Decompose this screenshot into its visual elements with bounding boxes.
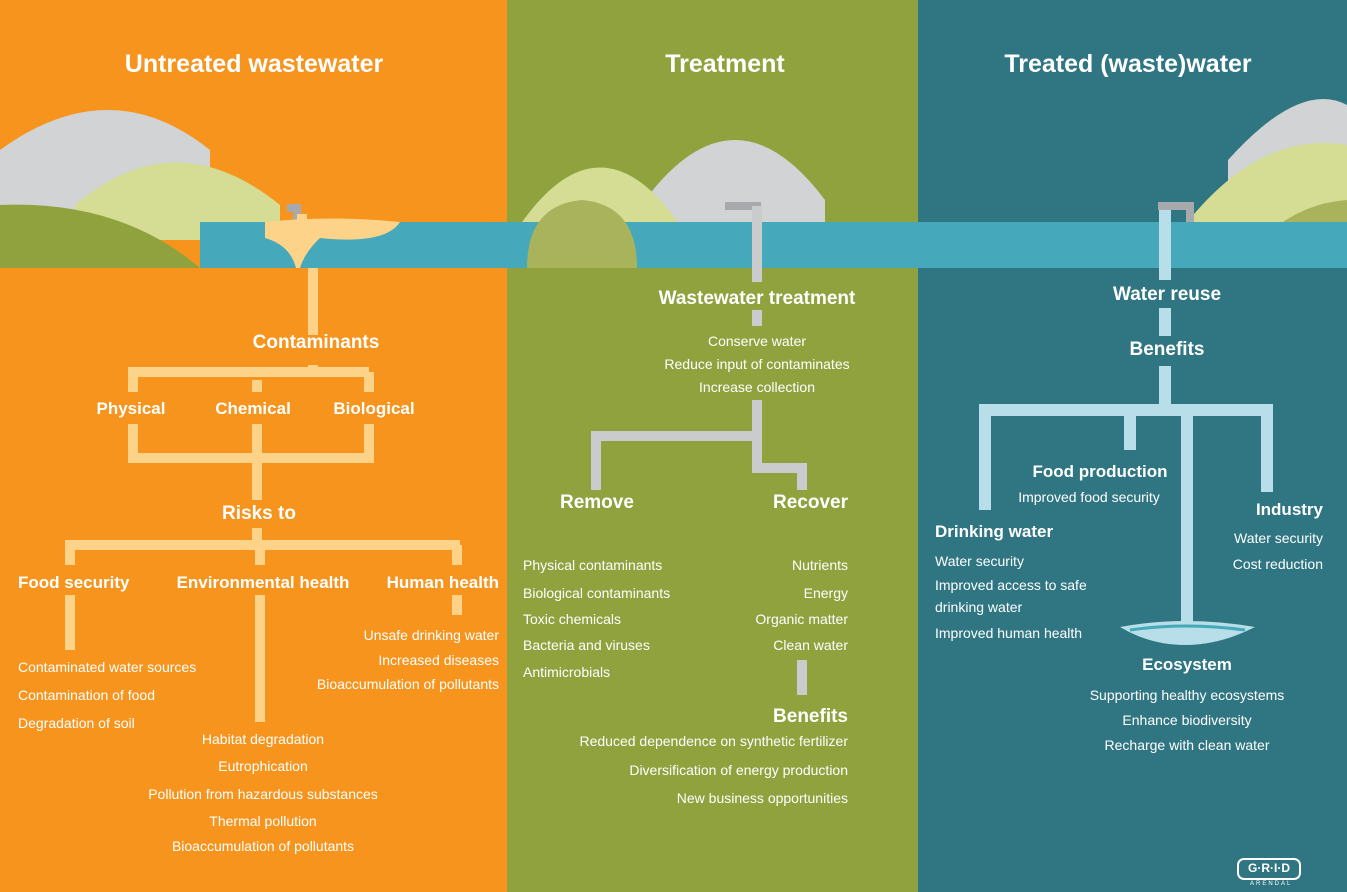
recover-item: Clean water — [773, 637, 848, 653]
recover-item: Nutrients — [791, 557, 848, 573]
label-treatment-benefits: Benefits — [773, 706, 848, 727]
ecosystem-item: Enhance biodiversity — [1122, 712, 1252, 728]
recover-item: Organic matter — [755, 611, 848, 627]
label-industry: Industry — [1255, 500, 1323, 519]
grid-arendal-logo-subtitle: ARENDAL — [1250, 881, 1293, 887]
env-health-item: Bioaccumulation of pollutants — [171, 838, 355, 854]
remove-item: Toxic chemicals — [523, 611, 622, 627]
treatment-benefit-item: Reduced dependence on synthetic fertiliz… — [579, 733, 848, 749]
label-physical: Physical — [96, 399, 166, 418]
hill-olive-2 — [527, 200, 637, 268]
label-wastewater-treatment: Wastewater treatment — [658, 288, 856, 309]
label-remove: Remove — [560, 492, 634, 513]
food-security-item: Contaminated water sources — [18, 659, 197, 675]
label-water-reuse: Water reuse — [1112, 284, 1222, 305]
industry-item: Water security — [1234, 530, 1323, 546]
remove-item: Physical contaminants — [523, 557, 663, 573]
drinking-water-item: Water security — [935, 553, 1024, 569]
ecosystem-pool-shine — [1129, 624, 1246, 632]
treatment-action: Reduce input of contaminates — [664, 356, 850, 372]
remove-item: Antimicrobials — [523, 664, 611, 680]
human-health-item: Increased diseases — [378, 652, 499, 668]
ecosystem-item: Supporting healthy ecosystems — [1089, 687, 1285, 703]
contaminant-pool — [265, 218, 400, 268]
drinking-water-item: Improved access to safe — [935, 577, 1087, 593]
label-reuse-benefits: Benefits — [1129, 339, 1205, 360]
title-treated: Treated (waste)water — [1004, 50, 1252, 78]
label-ecosystem: Ecosystem — [1142, 655, 1232, 674]
outfall-pipe-3 — [1158, 202, 1194, 222]
label-human-health: Human health — [386, 573, 499, 592]
food-security-item: Contamination of food — [18, 687, 155, 703]
label-biological: Biological — [333, 399, 415, 418]
drinking-water-item: drinking water — [935, 599, 1023, 615]
hill-lightgreen-1 — [75, 162, 280, 240]
drinking-water-item: Improved human health — [935, 625, 1083, 641]
env-health-item: Habitat degradation — [201, 731, 325, 747]
label-food-production: Food production — [1032, 462, 1168, 481]
label-recover: Recover — [773, 492, 848, 513]
env-health-item: Eutrophication — [218, 758, 308, 774]
label-contaminants: Contaminants — [252, 332, 380, 353]
label-food-security: Food security — [18, 573, 130, 592]
grid-arendal-logo: G·R·I·D — [1237, 858, 1301, 880]
treatment-action: Increase collection — [699, 379, 815, 395]
treatment-benefit-item: New business opportunities — [676, 790, 848, 806]
label-drinking-water: Drinking water — [935, 522, 1054, 541]
human-health-item: Unsafe drinking water — [363, 627, 499, 643]
treatment-action: Conserve water — [707, 333, 807, 349]
env-health-item: Thermal pollution — [209, 813, 317, 829]
reuse-pipes — [979, 210, 1273, 630]
hill-lightgreen-3 — [1185, 142, 1347, 230]
recover-item: Energy — [803, 585, 848, 601]
label-environmental-health: Environmental health — [176, 573, 350, 592]
label-risks-to: Risks to — [222, 503, 296, 524]
remove-item: Biological contaminants — [523, 585, 671, 601]
food-production-item: Improved food security — [1018, 489, 1160, 505]
food-security-item: Degradation of soil — [18, 715, 135, 731]
treatment-benefit-item: Diversification of energy production — [629, 762, 848, 778]
label-chemical: Chemical — [215, 399, 291, 418]
industry-item: Cost reduction — [1232, 556, 1323, 572]
treatment-pipes — [591, 206, 807, 695]
title-untreated: Untreated wastewater — [124, 50, 384, 78]
remove-item: Bacteria and viruses — [523, 637, 650, 653]
contaminant-pipes — [65, 214, 462, 722]
human-health-item: Bioaccumulation of pollutants — [316, 676, 499, 692]
env-health-item: Pollution from hazardous substances — [148, 786, 378, 802]
ecosystem-item: Recharge with clean water — [1104, 737, 1270, 753]
title-treatment: Treatment — [665, 50, 785, 78]
hill-darkgreen-1 — [0, 204, 200, 268]
hill-grey-2 — [645, 140, 825, 230]
